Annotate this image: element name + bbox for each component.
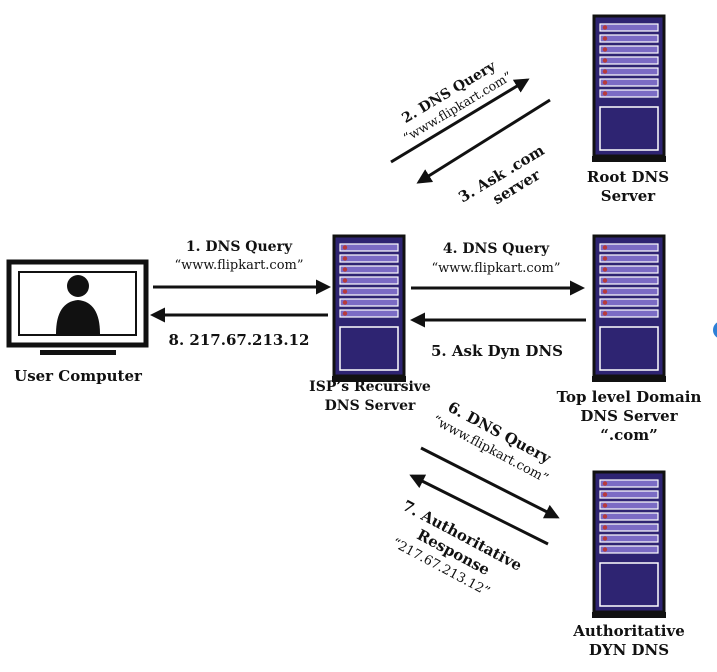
tld-server-label-3: “.com” (600, 426, 658, 444)
tld-server-icon (592, 234, 666, 382)
auth-server-label-2: DYN DNS (589, 641, 669, 659)
user-computer-icon (6, 259, 149, 355)
auth-server-icon (592, 470, 666, 618)
step-5-title: 5. Ask Dyn DNS (431, 342, 563, 360)
step-8-title: 8. 217.67.213.12 (169, 331, 310, 349)
arrow-step-7 (409, 474, 549, 546)
isp-server-label-1: ISP’s Recursive (309, 379, 431, 395)
arrow-step-3 (416, 98, 551, 184)
arrow-step-2 (390, 78, 530, 164)
tld-server-label-1: Top level Domain (557, 388, 702, 406)
step-1-domain: “www.flipkart.com” (174, 258, 303, 273)
root-server-icon (592, 14, 666, 162)
root-server-label-1: Root DNS (587, 168, 669, 186)
auth-server-label-1: Authoritative (572, 622, 685, 640)
user-computer-label: User Computer (14, 367, 143, 385)
isp-server-icon (332, 234, 406, 382)
edge-dot (713, 322, 717, 338)
step-4-title: 4. DNS Query (443, 241, 550, 257)
tld-server-label-2: DNS Server (580, 407, 678, 425)
arrow-step-6 (420, 446, 560, 519)
isp-server-label-2: DNS Server (325, 398, 416, 414)
step-4-domain: “www.flipkart.com” (431, 261, 560, 276)
step-1-title: 1. DNS Query (186, 239, 293, 255)
root-server-label-2: Server (601, 187, 657, 205)
